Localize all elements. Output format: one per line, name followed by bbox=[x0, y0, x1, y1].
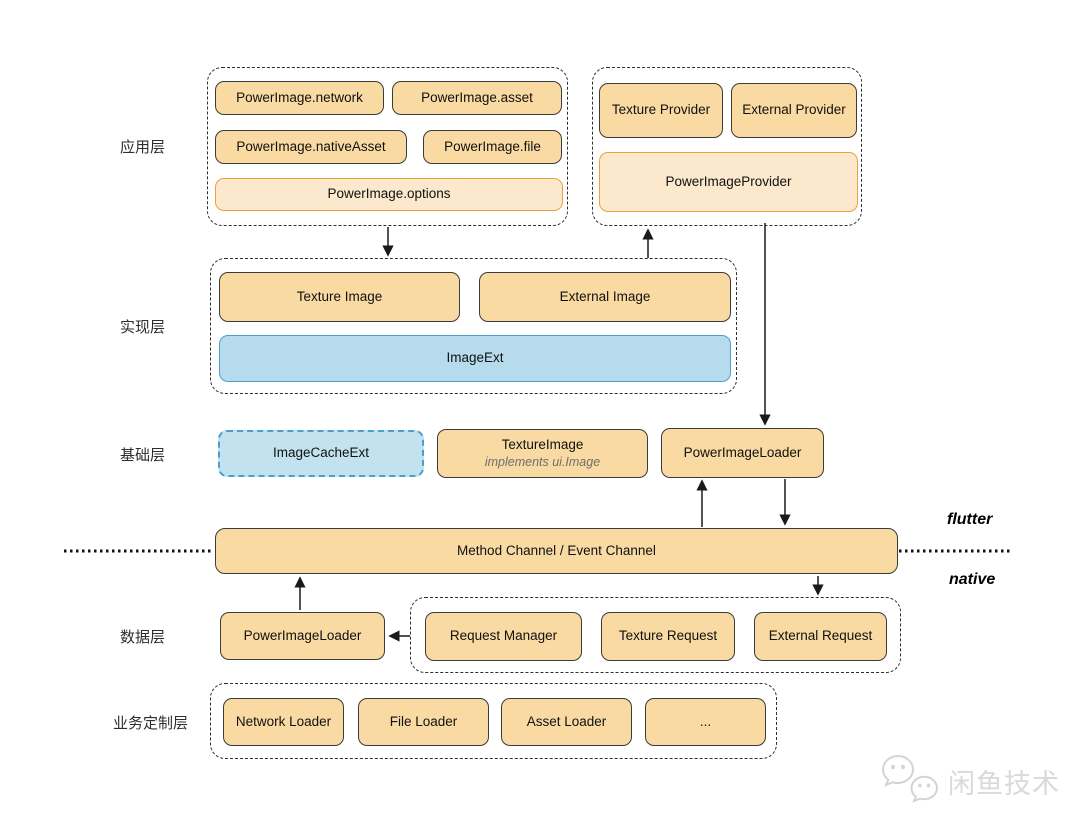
node-external-provider-label: External Provider bbox=[742, 102, 846, 118]
node-textureimage-title: TextureImage bbox=[501, 436, 584, 452]
node-texture-provider: Texture Provider bbox=[599, 83, 723, 138]
node-external-image: External Image bbox=[479, 272, 731, 322]
node-file-loader-label: File Loader bbox=[389, 713, 458, 729]
node-powerimageloader-flutter: PowerImageLoader bbox=[661, 428, 824, 478]
implementation-container: Texture Image External Image ImageExt bbox=[210, 258, 737, 394]
node-external-provider: External Provider bbox=[731, 83, 857, 138]
layer-label-business: 业务定制层 bbox=[113, 715, 189, 732]
node-textureimage-note: implements ui.Image bbox=[484, 454, 601, 469]
chat-bubbles-logo-icon bbox=[881, 754, 939, 803]
node-powerimage-network: PowerImage.network bbox=[215, 81, 384, 115]
node-request-manager: Request Manager bbox=[425, 612, 582, 661]
node-powerimage-file: PowerImage.file bbox=[423, 130, 562, 164]
node-imagecacheext: ImageCacheExt bbox=[218, 430, 424, 477]
request-group-container: Request Manager Texture Request External… bbox=[410, 597, 901, 673]
node-more-loaders-label: ... bbox=[699, 713, 712, 729]
node-powerimage-nativeasset-label: PowerImage.nativeAsset bbox=[236, 138, 386, 154]
node-texture-provider-label: Texture Provider bbox=[611, 102, 711, 118]
flutter-side-label: flutter bbox=[947, 511, 993, 528]
node-powerimageloader-native-label: PowerImageLoader bbox=[243, 627, 362, 643]
node-network-loader: Network Loader bbox=[223, 698, 344, 746]
layer-label-foundation: 基础层 bbox=[120, 447, 166, 464]
provider-group-container: Texture Provider External Provider Power… bbox=[592, 67, 862, 226]
layer-label-data: 数据层 bbox=[120, 629, 166, 646]
node-powerimage-asset: PowerImage.asset bbox=[392, 81, 562, 115]
node-powerimage-asset-label: PowerImage.asset bbox=[421, 89, 533, 105]
node-network-loader-label: Network Loader bbox=[235, 713, 332, 729]
node-powerimage-file-label: PowerImage.file bbox=[444, 138, 541, 154]
node-imageext-label: ImageExt bbox=[446, 350, 504, 366]
node-method-event-channel: Method Channel / Event Channel bbox=[215, 528, 898, 574]
node-texture-request: Texture Request bbox=[601, 612, 735, 661]
node-asset-loader-label: Asset Loader bbox=[526, 713, 607, 729]
node-textureimage-uiimage: TextureImage implements ui.Image bbox=[437, 429, 648, 478]
api-group-container: PowerImage.network PowerImage.asset Powe… bbox=[207, 67, 568, 226]
node-imagecacheext-label: ImageCacheExt bbox=[272, 445, 370, 461]
node-powerimageprovider: PowerImageProvider bbox=[599, 152, 858, 212]
business-group-container: Network Loader File Loader Asset Loader … bbox=[210, 683, 777, 759]
node-request-manager-label: Request Manager bbox=[449, 628, 558, 644]
node-asset-loader: Asset Loader bbox=[501, 698, 632, 746]
node-powerimage-network-label: PowerImage.network bbox=[236, 89, 363, 105]
node-powerimage-nativeasset: PowerImage.nativeAsset bbox=[215, 130, 407, 164]
node-external-request: External Request bbox=[754, 612, 887, 661]
node-file-loader: File Loader bbox=[358, 698, 489, 746]
native-side-label: native bbox=[949, 571, 996, 588]
node-imageext: ImageExt bbox=[219, 335, 731, 382]
node-texture-image-label: Texture Image bbox=[296, 288, 383, 304]
layer-label-application: 应用层 bbox=[120, 139, 166, 156]
layer-label-implementation: 实现层 bbox=[120, 319, 166, 336]
node-powerimage-options-label: PowerImage.options bbox=[327, 186, 451, 202]
watermark: 闲鱼技术 bbox=[880, 753, 1060, 809]
node-external-image-label: External Image bbox=[559, 288, 651, 304]
node-more-loaders: ... bbox=[645, 698, 766, 746]
node-powerimageloader-flutter-label: PowerImageLoader bbox=[683, 444, 802, 460]
node-method-event-channel-label: Method Channel / Event Channel bbox=[457, 542, 656, 558]
node-external-request-label: External Request bbox=[768, 628, 873, 644]
node-powerimage-options: PowerImage.options bbox=[215, 178, 563, 211]
node-powerimageprovider-label: PowerImageProvider bbox=[665, 173, 792, 189]
watermark-brand-text: 闲鱼技术 bbox=[948, 768, 1060, 799]
node-powerimageloader-native: PowerImageLoader bbox=[220, 612, 385, 660]
node-texture-request-label: Texture Request bbox=[618, 628, 718, 644]
node-texture-image: Texture Image bbox=[219, 272, 460, 322]
